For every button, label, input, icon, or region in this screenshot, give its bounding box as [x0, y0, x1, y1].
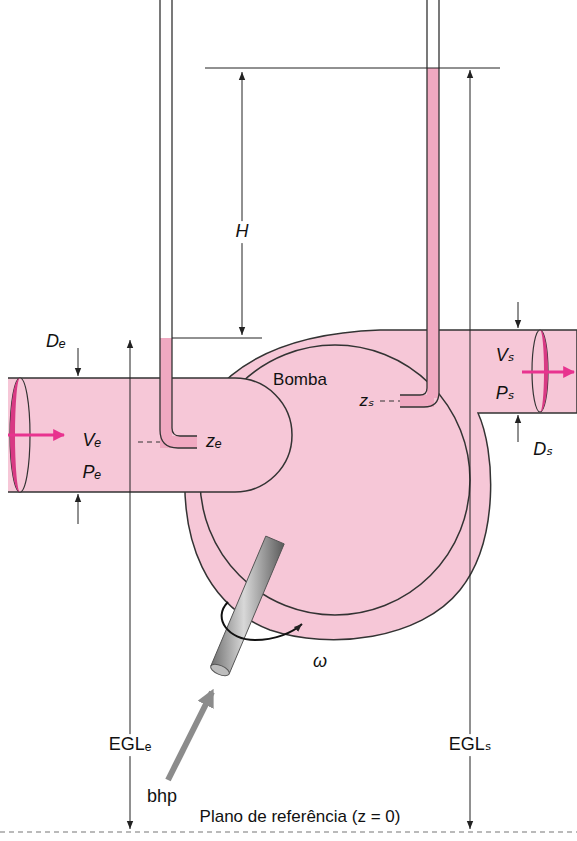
inlet-energy-grade-line: EGLₑ	[106, 734, 155, 756]
outlet-elevation: zₛ	[360, 392, 375, 411]
inlet-velocity: Vₑ	[83, 431, 102, 451]
inlet-pipe-body	[8, 378, 292, 492]
outlet-piezometer-fluid	[427, 68, 439, 398]
outlet-egl-arrow	[470, 70, 471, 829]
head-reference-line	[172, 338, 262, 339]
pump-shaft	[211, 536, 284, 674]
inlet-pressure: Pₑ	[83, 463, 102, 483]
datum-plane: Plano de referência (z = 0)	[200, 808, 401, 827]
outlet-pipe: zₛ VₛPₛ	[350, 330, 577, 413]
outlet-energy-grade-line: EGLₛ	[446, 734, 495, 756]
outlet-elevation-dash	[380, 401, 402, 402]
outlet-pressure: Pₛ	[496, 384, 515, 404]
power-arrow	[168, 692, 212, 780]
pump-casing: Bomba	[250, 345, 470, 615]
datum-line	[0, 831, 577, 832]
inlet-piezometer-fluid	[160, 338, 172, 448]
inlet-diameter: Dₑ	[46, 332, 66, 352]
rotation-speed: ω	[313, 652, 327, 672]
pump-label: Bomba	[273, 371, 327, 390]
outlet-diameter-arrow	[518, 302, 519, 328]
inlet-elevation: zₑ	[206, 432, 222, 452]
head-dimension: H	[233, 221, 252, 243]
outlet-flow-arrow	[522, 371, 574, 374]
inlet-flow-arrow	[8, 434, 64, 437]
head-reference-line	[205, 68, 500, 69]
rotation-arrow	[222, 602, 302, 640]
outlet-piezometer-fluid-tap	[400, 395, 434, 407]
outlet-piezometer-wall	[400, 0, 427, 395]
inlet-piezometer-wall	[160, 0, 197, 448]
outlet-diameter: Dₛ	[533, 440, 553, 460]
inlet-diameter-arrow	[78, 494, 79, 524]
inlet-diameter-arrow	[78, 348, 79, 376]
brake-horsepower: bhp	[147, 787, 177, 807]
pump-shaft-end	[209, 662, 231, 678]
inlet-pipe: VₑPₑ zₑ	[8, 378, 240, 492]
outlet-piezometer-wall	[400, 0, 439, 407]
outlet-diameter-arrow	[518, 415, 519, 442]
head-dimension-arrow	[242, 72, 243, 335]
outlet-velocity: Vₛ	[496, 346, 515, 366]
inlet-piezometer-wall	[172, 0, 197, 436]
